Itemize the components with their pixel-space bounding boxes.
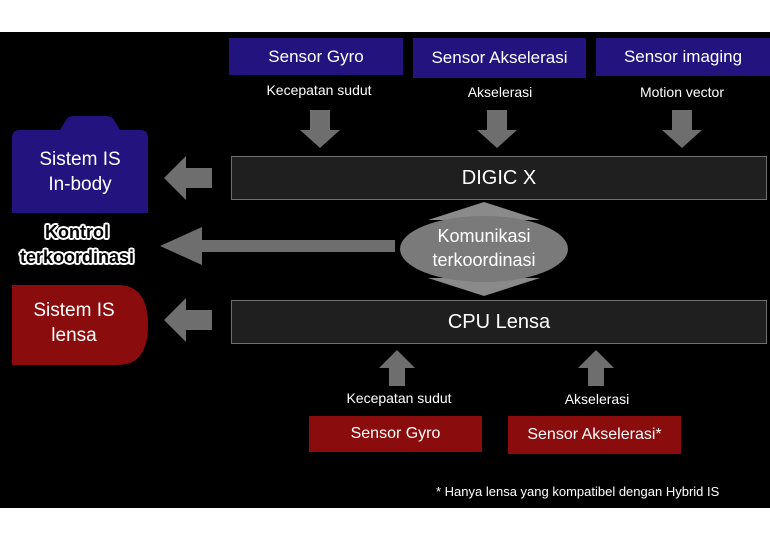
arrow-gyro-down xyxy=(300,110,340,148)
body-is-label: Sistem IS In-body xyxy=(12,147,148,197)
arrow-bottom-accel-up xyxy=(578,350,614,386)
sensor-gyro-top-label: Sensor Gyro xyxy=(268,46,364,66)
control-line2: terkoordinasi xyxy=(19,247,135,267)
lens-is-line2: lensa xyxy=(51,325,97,346)
output-accel-top: Akselerasi xyxy=(467,84,533,100)
communication-line1: Komunikasi xyxy=(437,226,531,246)
arrow-accel-down xyxy=(477,110,517,148)
sensor-accel-bottom-label: Sensor Akselerasi* xyxy=(527,426,662,443)
diagram-canvas: Sensor Gyro Sensor Akselerasi Sensor ima… xyxy=(0,32,770,508)
sensor-accel-top-label: Sensor Akselerasi xyxy=(431,48,568,67)
arrow-digic-left xyxy=(164,156,212,200)
footnote: * Hanya lensa yang kompatibel dengan Hyb… xyxy=(436,484,720,499)
arrow-bottom-gyro-up xyxy=(379,350,415,386)
lens-is-label: Sistem IS lensa xyxy=(12,298,136,348)
lens-shape xyxy=(12,285,148,365)
communication-ellipse xyxy=(400,216,568,282)
cpu-label: CPU Lensa xyxy=(447,310,551,333)
output-accel-bottom: Akselerasi xyxy=(564,391,630,407)
communication-label: Komunikasi terkoordinasi xyxy=(404,224,564,272)
arrow-cpu-left xyxy=(164,298,212,342)
sensor-imaging-top-label: Sensor imaging xyxy=(623,47,743,66)
control-line1: Kontrol xyxy=(45,222,109,242)
digic-label: DIGIC X xyxy=(461,166,537,189)
lens-is-line1: Sistem IS xyxy=(33,300,115,321)
arrow-imaging-down xyxy=(662,110,702,148)
output-gyro-bottom: Kecepatan sudut xyxy=(346,390,452,406)
arrow-layer xyxy=(12,110,702,386)
sensor-accel-bottom: Sensor Akselerasi* xyxy=(508,416,681,454)
body-is-line2: In-body xyxy=(48,174,112,195)
sensor-imaging-top: Sensor imaging xyxy=(596,38,770,76)
sensor-accel-top: Sensor Akselerasi xyxy=(413,38,586,78)
arrow-control-left xyxy=(160,227,395,265)
communication-line2: terkoordinasi xyxy=(432,250,536,270)
sensor-gyro-bottom-label: Sensor Gyro xyxy=(350,425,441,442)
control-label: Kontrol terkoordinasi xyxy=(4,220,150,270)
body-is-line1: Sistem IS xyxy=(39,149,121,170)
cpu-box: CPU Lensa xyxy=(231,300,767,344)
digic-box: DIGIC X xyxy=(231,156,767,200)
sensor-gyro-bottom: Sensor Gyro xyxy=(309,416,482,452)
camera-body-shape xyxy=(12,116,148,213)
output-gyro-top: Kecepatan sudut xyxy=(266,82,372,98)
output-imaging-top: Motion vector xyxy=(639,84,725,100)
sensor-gyro-top: Sensor Gyro xyxy=(229,38,403,75)
